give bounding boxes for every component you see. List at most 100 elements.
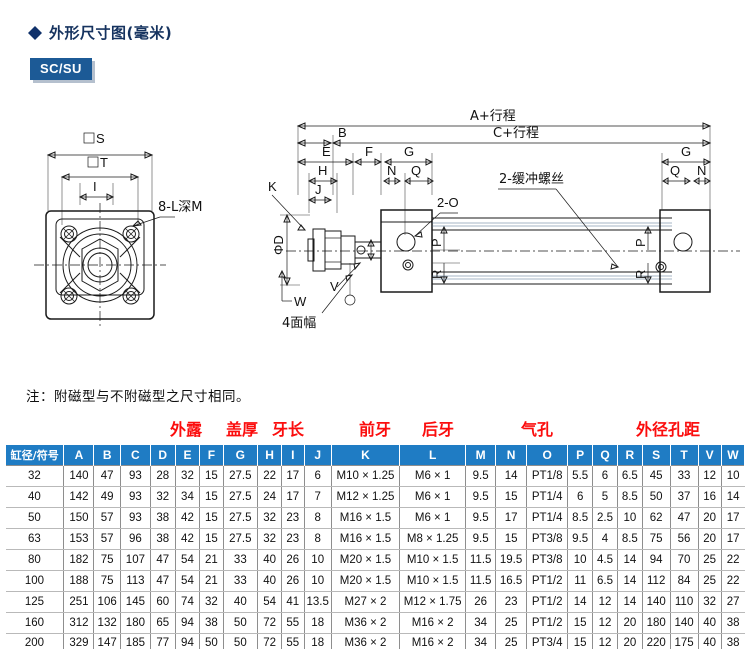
cell-value: 40 (698, 633, 722, 649)
cell-value: 54 (257, 591, 283, 613)
cell-value: 10 (304, 570, 332, 592)
cell-value: 40 (223, 591, 259, 613)
cell-value: 49 (93, 486, 121, 508)
cell-value: M16 × 2 (399, 612, 467, 634)
cell-value: 26 (465, 591, 497, 613)
cell-value: 9.5 (567, 528, 594, 550)
col-header-s: S (641, 445, 671, 465)
annotation-qianya: 前牙 (359, 420, 392, 439)
cell-value: 32 (175, 464, 201, 487)
cell-value: 84 (670, 570, 699, 592)
cell-value: 55 (281, 633, 305, 649)
cell-value: 94 (642, 549, 671, 571)
cell-value: 5.5 (567, 464, 594, 487)
cell-value: 57 (93, 507, 121, 529)
cell-value: 34 (175, 486, 201, 508)
cell-value: 57 (93, 528, 121, 550)
cell-value: 18 (304, 612, 332, 634)
table-header-row: 缸径/符号 A B C D E F G H I J K L M N O P Q … (4, 445, 746, 465)
cell-value: 10 (721, 464, 745, 487)
cell-value: 153 (63, 528, 95, 550)
cell-value: 2.5 (592, 507, 618, 529)
label-b: B (338, 125, 347, 140)
cell-value: 32 (257, 507, 283, 529)
cell-value: 25 (495, 633, 528, 649)
cell-value: M16 × 2 (399, 633, 467, 649)
cell-value: M8 × 1.25 (399, 528, 467, 550)
col-header-l: L (399, 445, 467, 465)
cell-value: M20 × 1.5 (331, 570, 401, 592)
cell-bore-size: 100 (5, 570, 65, 592)
cell-value: 32 (257, 528, 283, 550)
cell-value: 42 (175, 528, 201, 550)
cell-value: 41 (281, 591, 305, 613)
cell-value: 8 (304, 507, 332, 529)
col-header-c: C (119, 445, 151, 465)
annotation-yachang: 牙长 (272, 420, 305, 439)
cell-value: 25 (698, 549, 722, 571)
cell-value: 55 (281, 612, 305, 634)
cell-value: 188 (63, 570, 95, 592)
cell-value: 28 (150, 464, 176, 487)
cell-value: 21 (199, 549, 224, 571)
cell-value: 23 (281, 507, 305, 529)
cell-value: 77 (150, 633, 176, 649)
cell-value: 8.5 (617, 486, 643, 508)
cell-value: 15 (567, 633, 594, 649)
cell-value: 22 (721, 549, 745, 571)
cell-value: 14 (495, 464, 528, 487)
cell-bore-size: 63 (5, 528, 65, 550)
cell-value: M16 × 1.5 (331, 528, 401, 550)
cell-value: 72 (257, 633, 283, 649)
cell-value: 32 (199, 591, 224, 613)
label-r: R (429, 270, 444, 279)
label-j: J (315, 182, 322, 197)
cell-value: 94 (175, 612, 201, 634)
cell-value: 9.5 (465, 507, 497, 529)
cell-value: 11 (567, 570, 594, 592)
cell-value: 38 (150, 528, 176, 550)
cell-value: 17 (281, 486, 305, 508)
label-k: K (268, 179, 277, 194)
cell-value: 27 (721, 591, 745, 613)
col-header-j: J (303, 445, 332, 465)
cell-value: 19.5 (495, 549, 528, 571)
label-p2: P (633, 238, 648, 247)
cell-value: PT1/2 (526, 591, 569, 613)
cell-value: 38 (199, 612, 224, 634)
cell-value: 23 (281, 528, 305, 550)
cell-value: 12 (592, 591, 618, 613)
cell-value: M10 × 1.5 (399, 570, 467, 592)
col-header-q: Q (592, 445, 618, 465)
cell-value: 33 (223, 570, 259, 592)
cell-value: 32 (150, 486, 176, 508)
cell-value: 60 (150, 591, 176, 613)
cell-value: 107 (120, 549, 151, 571)
cell-value: 132 (93, 612, 121, 634)
cell-bore-size: 125 (5, 591, 65, 613)
cell-value: 27.5 (223, 486, 259, 508)
label-h: H (318, 163, 327, 178)
cell-value: 12 (592, 633, 618, 649)
cell-value: 11.5 (465, 570, 497, 592)
label-2o: 2-O (437, 195, 459, 210)
cell-value: 20 (617, 633, 643, 649)
cell-value: 94 (175, 633, 201, 649)
cell-value: M12 × 1.75 (399, 591, 467, 613)
cell-value: M10 × 1.5 (399, 549, 467, 571)
cell-value: 13.5 (304, 591, 332, 613)
cell-value: PT3/8 (526, 528, 569, 550)
cell-value: M12 × 1.25 (331, 486, 401, 508)
cell-value: 140 (642, 591, 671, 613)
cell-value: 93 (120, 486, 151, 508)
cell-bore-size: 160 (5, 612, 65, 634)
cell-value: M20 × 1.5 (331, 549, 401, 571)
cell-bore-size: 80 (5, 549, 65, 571)
series-badge: SC/SU (30, 58, 92, 80)
cell-value: 38 (721, 612, 745, 634)
label-c-stroke: C+行程 (493, 126, 539, 141)
